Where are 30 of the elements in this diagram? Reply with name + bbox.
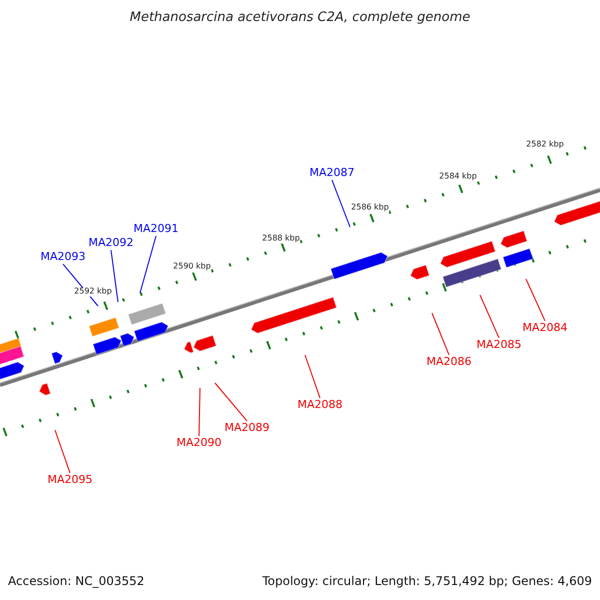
scale-label: 2582 kbp — [526, 140, 564, 150]
gene-label: MA2089 — [224, 422, 270, 434]
leader-line — [526, 278, 546, 322]
gene-label: MA2087 — [310, 166, 354, 180]
leader-line — [54, 430, 70, 474]
leader-line — [110, 250, 118, 302]
gene-label: MA2091 — [134, 222, 178, 236]
leader-line — [304, 354, 320, 398]
title: Methanosarcina acetivorans C2A, complete genome — [130, 11, 470, 26]
leader-line — [480, 294, 500, 338]
scale-label: 2588 kbp — [262, 234, 300, 244]
scale-label: 2586 kbp — [351, 204, 389, 212]
footer-text: Topology: circular; Length: 5,751,492 bp; Genes: 4,609 — [262, 575, 592, 588]
gene-label: MA2088 — [298, 398, 342, 412]
gene-label: MA2084 — [522, 322, 568, 334]
gene-label: MA2086 — [426, 356, 472, 368]
scale-label: 2592 kbp — [74, 288, 112, 296]
footer-text: Accession: NC_003552 — [8, 575, 144, 588]
scale-label: 2590 kbp — [173, 262, 211, 272]
leader-line — [214, 382, 248, 422]
scale-label: 2584 kbp — [439, 172, 477, 182]
leader-line — [432, 312, 450, 356]
gene-label: MA2095 — [48, 474, 92, 486]
gene-label: MA2090 — [176, 436, 222, 450]
leader-line — [198, 388, 200, 436]
gene-label: MA2085 — [476, 338, 522, 352]
leader-line — [332, 180, 350, 228]
gene-label: MA2093 — [40, 250, 86, 264]
gene-label: MA2092 — [88, 236, 134, 250]
leader-line — [140, 236, 156, 294]
